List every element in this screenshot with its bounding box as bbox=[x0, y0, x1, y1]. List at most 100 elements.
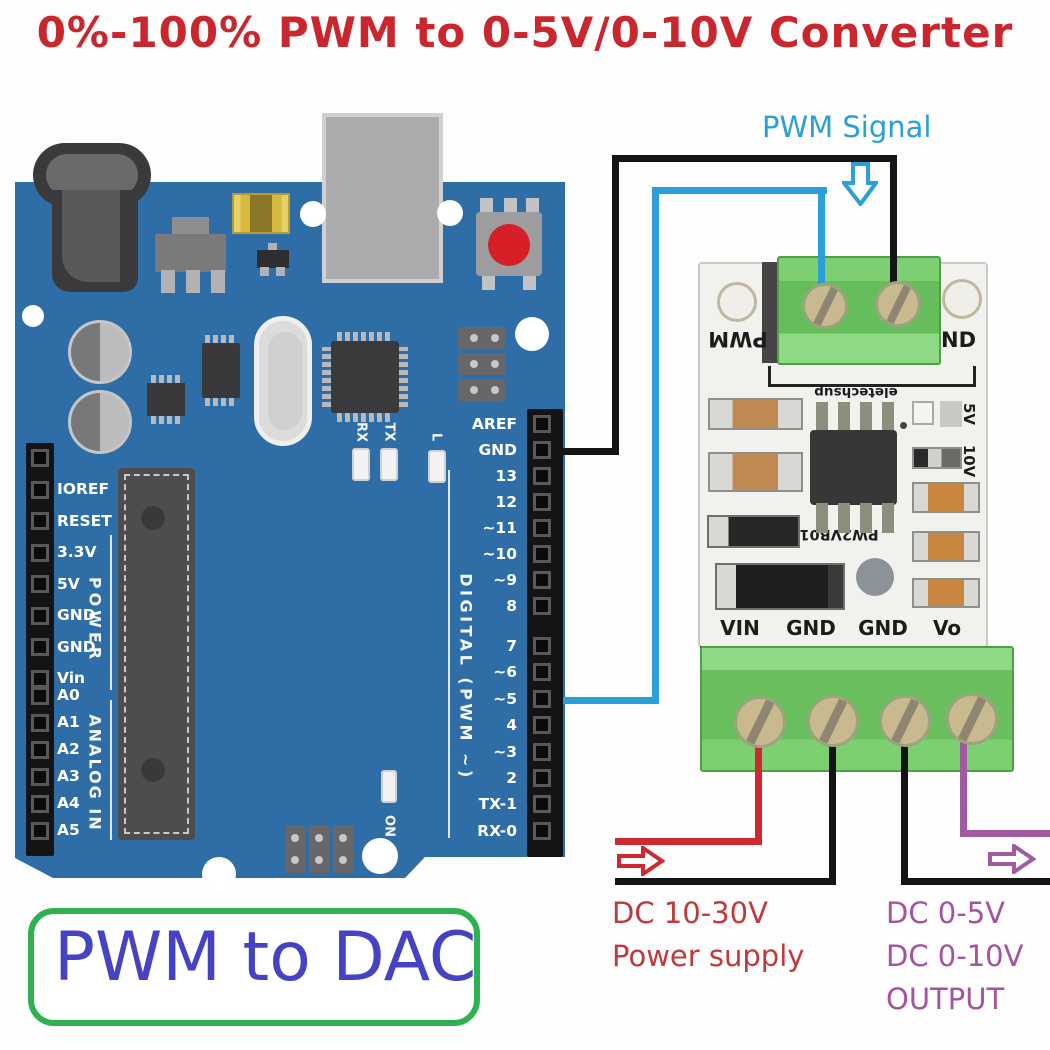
pin-socket[interactable] bbox=[533, 441, 551, 459]
pin-label-3: ~3 bbox=[493, 743, 517, 761]
pin-socket[interactable] bbox=[31, 670, 49, 688]
l-led bbox=[428, 450, 446, 483]
pin-socket[interactable] bbox=[533, 637, 551, 655]
terminal-screw[interactable] bbox=[875, 281, 921, 327]
wire-gnd-output bbox=[901, 728, 908, 885]
pin-socket[interactable] bbox=[31, 449, 49, 467]
pin-socket[interactable] bbox=[533, 743, 551, 761]
pin-label-11: ~11 bbox=[482, 519, 517, 537]
jumper-10v bbox=[912, 447, 962, 469]
supply-label-line1: DC 10-30V bbox=[612, 896, 768, 930]
pin-socket[interactable] bbox=[31, 714, 49, 732]
wire-pwm bbox=[652, 187, 659, 704]
qfp-pins-left bbox=[322, 347, 331, 407]
module-soic8-pin bbox=[816, 503, 828, 533]
pin-socket[interactable] bbox=[31, 741, 49, 759]
pin-socket[interactable] bbox=[31, 638, 49, 656]
terminal-screw[interactable] bbox=[946, 693, 998, 745]
pin-socket[interactable] bbox=[533, 571, 551, 589]
pin-label-6: ~6 bbox=[493, 663, 517, 681]
silk-line bbox=[973, 366, 976, 387]
screw-slot bbox=[817, 698, 851, 744]
terminal-screw[interactable] bbox=[879, 695, 931, 747]
wire-pwm bbox=[652, 187, 827, 194]
wire-vin bbox=[615, 838, 762, 845]
silk-line bbox=[768, 366, 771, 387]
module-soic8-pin bbox=[882, 402, 894, 432]
module-soic8-pin bbox=[838, 503, 850, 533]
module-soic8-pin bbox=[838, 402, 850, 432]
smd-diode bbox=[707, 515, 800, 548]
module-10v-label: 10V bbox=[960, 444, 978, 478]
module-pwm-label: PWM bbox=[708, 327, 768, 351]
icsp-pin-dot bbox=[470, 360, 478, 368]
module-soic8-pin bbox=[816, 402, 828, 432]
icsp-pad-row bbox=[458, 379, 505, 401]
module-gnd-label: ND bbox=[941, 328, 977, 352]
icsp-pin-dot bbox=[470, 334, 478, 342]
pin-socket[interactable] bbox=[533, 493, 551, 511]
pin-socket[interactable] bbox=[31, 795, 49, 813]
pin-socket[interactable] bbox=[533, 663, 551, 681]
pwm-signal-label: PWM Signal bbox=[762, 110, 932, 144]
reset-button-cap[interactable] bbox=[488, 224, 530, 266]
terminal-screw[interactable] bbox=[807, 695, 859, 747]
pin-label-GND: GND bbox=[57, 638, 96, 656]
terminal-screw[interactable] bbox=[734, 696, 786, 748]
pin-label-4: 4 bbox=[506, 716, 517, 734]
wire-pwm bbox=[535, 697, 657, 704]
icsp-pin-dot bbox=[315, 856, 323, 864]
screw-slot bbox=[889, 698, 923, 744]
wire-gnd-top bbox=[612, 155, 619, 455]
pin-socket[interactable] bbox=[533, 597, 551, 615]
reset-button-leg bbox=[480, 198, 493, 214]
module-terminal-label-GND: GND bbox=[786, 616, 836, 640]
pin-socket[interactable] bbox=[31, 768, 49, 786]
pin-socket[interactable] bbox=[31, 544, 49, 562]
sot5-chip bbox=[147, 383, 185, 416]
pin-label-A4: A4 bbox=[57, 794, 80, 812]
smd-capacitor bbox=[912, 531, 980, 562]
wire-gnd-top bbox=[612, 155, 897, 162]
pin-socket[interactable] bbox=[31, 607, 49, 625]
pin-socket[interactable] bbox=[533, 545, 551, 563]
icsp-pad-col bbox=[309, 825, 329, 873]
pin-label-A2: A2 bbox=[57, 740, 80, 758]
pin-socket[interactable] bbox=[533, 769, 551, 787]
wire-gnd-supply bbox=[615, 878, 836, 885]
l-label: L bbox=[428, 432, 444, 442]
transistor-leg bbox=[260, 267, 269, 276]
voltage-regulator-tab bbox=[172, 217, 209, 236]
mount-hole bbox=[300, 201, 326, 227]
output-arrow-right-icon bbox=[988, 844, 1036, 874]
pin-socket[interactable] bbox=[31, 822, 49, 840]
analog-bracket-line bbox=[110, 700, 112, 840]
pin-socket[interactable] bbox=[533, 467, 551, 485]
pin-label-5: ~5 bbox=[493, 690, 517, 708]
pin-label-TX-1: TX-1 bbox=[478, 795, 517, 813]
pin-socket[interactable] bbox=[533, 795, 551, 813]
smd-resistor bbox=[708, 452, 803, 492]
polyfuse bbox=[232, 193, 290, 234]
pin-socket[interactable] bbox=[533, 519, 551, 537]
pin-socket[interactable] bbox=[31, 481, 49, 499]
pin-socket[interactable] bbox=[533, 415, 551, 433]
wire-vin bbox=[755, 733, 762, 842]
rx-label: RX bbox=[353, 421, 369, 443]
wire-gnd-top bbox=[547, 448, 617, 455]
pin-label-7: 7 bbox=[506, 637, 517, 655]
pin-socket[interactable] bbox=[31, 575, 49, 593]
pin-socket[interactable] bbox=[533, 822, 551, 840]
pin-socket[interactable] bbox=[533, 690, 551, 708]
dip-chip-outline bbox=[124, 474, 189, 834]
terminal-screw[interactable] bbox=[802, 283, 848, 329]
smd-diode bbox=[715, 563, 845, 610]
icsp-pin-dot bbox=[315, 834, 323, 842]
module-soic8-chip bbox=[810, 430, 897, 505]
pin-socket[interactable] bbox=[31, 512, 49, 530]
pin-label-2: 2 bbox=[506, 769, 517, 787]
pin-socket[interactable] bbox=[31, 687, 49, 705]
pin-socket[interactable] bbox=[533, 716, 551, 734]
icsp-pin-dot bbox=[291, 856, 299, 864]
pin-label-IOREF: IOREF bbox=[57, 480, 110, 498]
